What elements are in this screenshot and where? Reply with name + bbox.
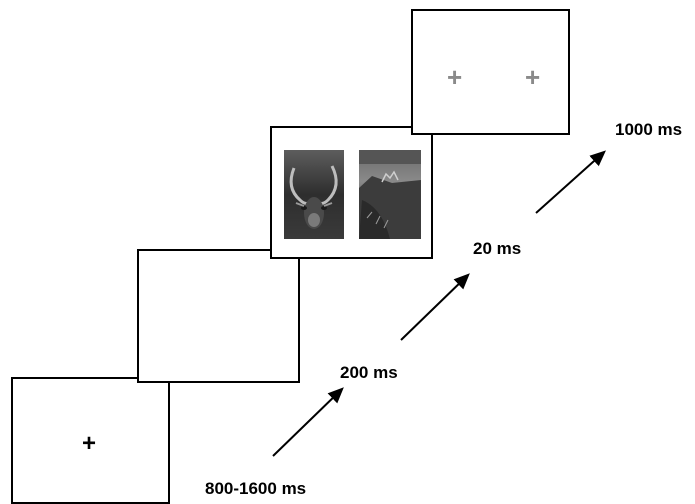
arrow-icon bbox=[272, 387, 344, 457]
blank-screen bbox=[137, 249, 300, 383]
image-pair bbox=[284, 150, 421, 239]
left-photo bbox=[284, 150, 344, 239]
right-photo bbox=[359, 150, 421, 239]
arrow-icon bbox=[535, 150, 606, 214]
fixation-screen: + bbox=[11, 377, 170, 504]
cue-screen: + + bbox=[411, 9, 570, 135]
fixation-cross: + bbox=[82, 430, 97, 457]
arrow-icon bbox=[400, 273, 470, 341]
left-cue-cross: + bbox=[447, 62, 463, 92]
duration-label-blank: 200 ms bbox=[340, 363, 398, 382]
duration-label-images: 20 ms bbox=[473, 239, 522, 258]
duration-label-cues: 1000 ms bbox=[615, 120, 683, 139]
duration-label-fixation: 800-1600 ms bbox=[205, 479, 307, 498]
right-cue-cross: + bbox=[525, 62, 541, 92]
image-pair-screen bbox=[270, 126, 433, 259]
